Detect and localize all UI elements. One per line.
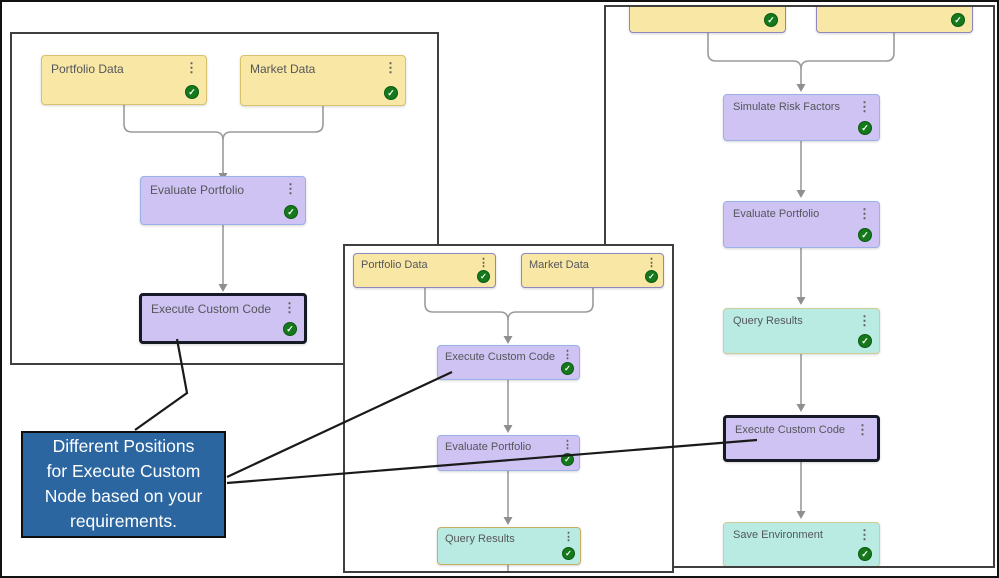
kebab-menu-icon[interactable]: ⋮ (858, 206, 871, 221)
node-label: Execute Custom Code (735, 424, 846, 436)
success-check-icon: ✓ (561, 362, 574, 375)
kebab-menu-icon[interactable]: ⋮ (858, 313, 871, 328)
success-check-icon: ✓ (858, 334, 872, 348)
flow-node-simulate-risk-factors[interactable]: Simulate Risk Factors ⋮ ✓ (723, 94, 880, 141)
success-check-icon: ✓ (284, 205, 298, 219)
success-check-icon: ✓ (561, 453, 574, 466)
kebab-menu-icon[interactable]: ⋮ (562, 439, 573, 451)
node-label: Evaluate Portfolio (733, 208, 820, 220)
flow-node-evaluate-portfolio[interactable]: Evaluate Portfolio ⋮ ✓ (437, 435, 580, 471)
success-check-icon: ✓ (858, 547, 872, 561)
success-check-icon: ✓ (858, 121, 872, 135)
flow-panel-middle: Portfolio Data⋮✓Market Data⋮✓Execute Cus… (343, 244, 674, 573)
kebab-menu-icon[interactable]: ⋮ (185, 60, 198, 75)
flow-node-market-data[interactable]: Market Data ⋮✓ (521, 253, 664, 288)
kebab-menu-icon[interactable]: ⋮ (562, 349, 573, 361)
node-label: Query Results (445, 533, 515, 545)
flow-node-execute-custom-code[interactable]: Execute Custom Code ⋮ (723, 415, 880, 462)
connector-lines (424, 288, 594, 571)
flow-node-clipped[interactable]: ✓ (816, 7, 973, 33)
success-check-icon: ✓ (185, 85, 199, 99)
kebab-menu-icon[interactable]: ⋮ (384, 60, 397, 75)
node-label: Query Results (733, 315, 803, 327)
success-check-icon: ✓ (764, 13, 778, 27)
flow-node-clipped[interactable]: ✓ (629, 7, 786, 33)
success-check-icon: ✓ (384, 86, 398, 100)
kebab-menu-icon[interactable]: ⋮ (858, 527, 871, 542)
node-label: Execute Custom Code (445, 351, 556, 363)
success-check-icon: ✓ (951, 13, 965, 27)
flow-node-execute-custom-code[interactable]: Execute Custom Code ⋮✓ (437, 345, 580, 380)
kebab-menu-icon[interactable]: ⋮ (856, 422, 869, 437)
flow-node-evaluate-portfolio[interactable]: Evaluate Portfolio ⋮ ✓ (140, 176, 306, 225)
kebab-menu-icon[interactable]: ⋮ (858, 99, 871, 114)
success-check-icon: ✓ (477, 270, 490, 283)
node-label: Portfolio Data (51, 62, 124, 76)
node-label: Evaluate Portfolio (150, 183, 245, 197)
node-label: Evaluate Portfolio (445, 441, 532, 453)
kebab-menu-icon[interactable]: ⋮ (563, 531, 574, 543)
success-check-icon: ✓ (283, 322, 297, 336)
kebab-menu-icon[interactable]: ⋮ (478, 257, 489, 269)
kebab-menu-icon[interactable]: ⋮ (284, 181, 297, 196)
flow-node-portfolio-data[interactable]: Portfolio Data ⋮ ✓ (41, 55, 207, 105)
flow-node-evaluate-portfolio[interactable]: Evaluate Portfolio ⋮ ✓ (723, 201, 880, 248)
kebab-menu-icon[interactable]: ⋮ (283, 300, 296, 315)
flow-node-query-results[interactable]: Query Results ⋮ ✓ (723, 308, 880, 354)
node-label: Portfolio Data (361, 259, 428, 271)
node-label: Market Data (529, 259, 589, 271)
flow-panel-left: Portfolio Data⋮✓Market Data⋮✓Evaluate Po… (10, 32, 439, 365)
success-check-icon: ✓ (645, 270, 658, 283)
flow-node-save-environment[interactable]: Save Environment ⋮ ✓ (723, 522, 880, 566)
flow-node-query-results[interactable]: Query Results ⋮ ✓ (437, 527, 581, 565)
kebab-menu-icon[interactable]: ⋮ (646, 257, 657, 269)
node-label: Save Environment (733, 529, 823, 541)
flow-node-portfolio-data[interactable]: Portfolio Data ⋮✓ (353, 253, 496, 288)
callout-note: Different Positions for Execute Custom N… (21, 431, 226, 538)
flow-node-execute-custom-code[interactable]: Execute Custom Code ⋮ ✓ (139, 293, 307, 344)
node-label: Simulate Risk Factors (733, 101, 840, 113)
success-check-icon: ✓ (858, 228, 872, 242)
flow-node-market-data[interactable]: Market Data ⋮ ✓ (240, 55, 406, 106)
node-label: Market Data (250, 62, 316, 76)
success-check-icon: ✓ (562, 547, 575, 560)
node-label: Execute Custom Code (151, 302, 272, 316)
